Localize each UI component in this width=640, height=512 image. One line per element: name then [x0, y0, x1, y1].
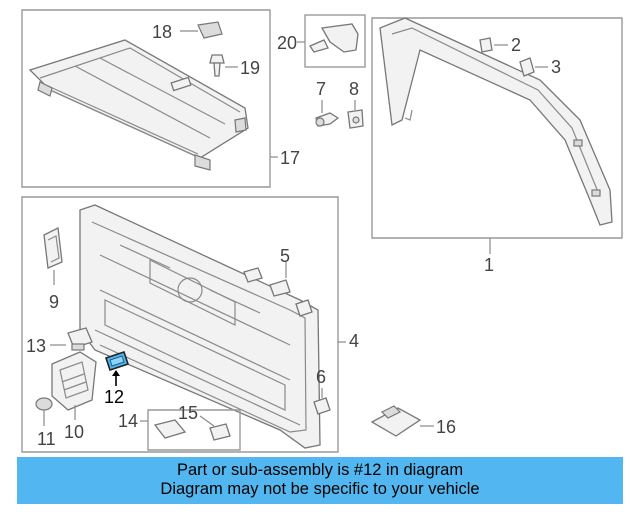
part-20-bracket — [297, 23, 359, 53]
box-1-frame — [371, 17, 623, 239]
part-3-clip — [519, 57, 548, 77]
box-20-frame — [304, 14, 366, 68]
part-13-lamp — [50, 327, 93, 351]
callout-8: 8 — [349, 79, 360, 99]
cargo-cover-part — [28, 39, 249, 171]
part-16-lamp — [370, 405, 434, 437]
part-18-clip — [180, 21, 223, 39]
part-12-highlighted — [104, 350, 130, 386]
part-9-cover — [43, 227, 63, 285]
part-6-clip — [313, 388, 331, 415]
trim-board-part-4 — [79, 204, 321, 449]
part-5-clips — [243, 262, 291, 297]
part-2-clip — [479, 37, 508, 53]
callout-5: 5 — [280, 246, 291, 266]
callout-3: 3 — [551, 57, 562, 77]
callout-20: 20 — [277, 33, 298, 53]
callout-16: 16 — [436, 417, 457, 437]
callout-1: 1 — [484, 255, 495, 275]
banner-line-2: Diagram may not be specific to your vehi… — [160, 480, 480, 498]
callout-11: 11 — [37, 429, 56, 449]
callout-4: 4 — [349, 331, 360, 351]
callout-18: 18 — [152, 22, 173, 42]
callout-10: 10 — [64, 422, 85, 442]
callout-15: 15 — [178, 403, 199, 423]
callout-14: 14 — [118, 411, 139, 431]
part-15-bulb — [199, 415, 231, 441]
box-17-frame — [21, 9, 271, 188]
callout-6: 6 — [316, 367, 327, 387]
callout-7: 7 — [316, 79, 327, 99]
part-8-nut — [347, 100, 364, 129]
callout-12: 12 — [104, 387, 125, 407]
part-pin-near-5 — [295, 299, 313, 317]
part-11-cap — [35, 397, 53, 426]
part-10-handle — [51, 351, 97, 420]
part-7-bolt — [315, 100, 340, 127]
callout-9: 9 — [49, 292, 60, 312]
callout-2: 2 — [511, 35, 522, 55]
part-19-screw — [209, 54, 238, 77]
callout-19: 19 — [240, 58, 261, 78]
banner-line-1: Part or sub-assembly is #12 in diagram — [176, 461, 464, 479]
garnish-part-1 — [379, 17, 613, 226]
info-banner: Part or sub-assembly is #12 in diagram D… — [17, 457, 623, 504]
box-14-frame — [147, 409, 241, 451]
callout-17: 17 — [280, 148, 301, 168]
callout-13: 13 — [26, 336, 47, 356]
box-4-frame — [21, 196, 339, 453]
part-14-socket — [140, 419, 187, 439]
